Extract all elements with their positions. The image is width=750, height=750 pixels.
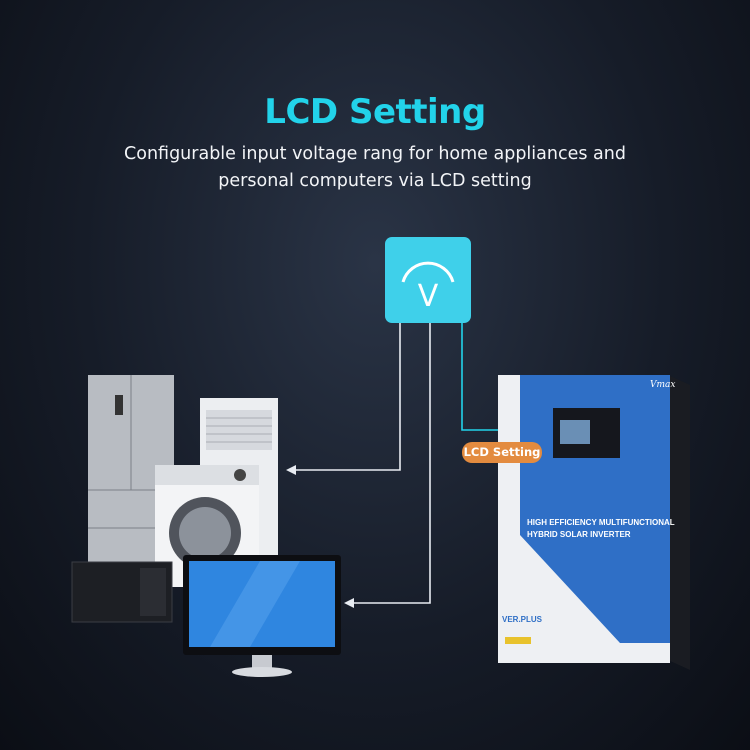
subtitle-line-1: Configurable input voltage rang for home… bbox=[124, 144, 626, 164]
voltage-icon: V bbox=[385, 237, 471, 323]
inverter-heading-2: HYBRID SOLAR INVERTER bbox=[527, 530, 631, 539]
inverter-image: Vmax HIGH EFFICIENCY MULTIFUNCTIONAL HYB… bbox=[498, 375, 690, 670]
arrow-icon bbox=[286, 465, 296, 475]
inverter-heading-1: HIGH EFFICIENCY MULTIFUNCTIONAL bbox=[527, 518, 675, 527]
subtitle-line-2: personal computers via LCD setting bbox=[218, 171, 532, 191]
microwave-image bbox=[71, 561, 173, 623]
svg-text:V: V bbox=[418, 279, 439, 314]
monitor-image bbox=[183, 555, 341, 677]
arrow-icon bbox=[344, 598, 354, 608]
svg-text:Vmax: Vmax bbox=[650, 380, 675, 390]
inverter-model: VER.PLUS bbox=[502, 615, 543, 624]
lcd-setting-label: LCD Setting bbox=[462, 442, 542, 463]
page-title: LCD Setting bbox=[264, 92, 486, 132]
